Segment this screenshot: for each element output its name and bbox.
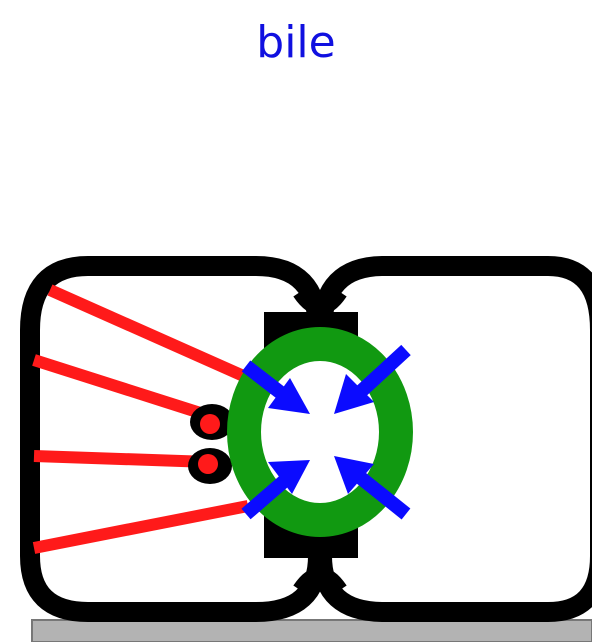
substrate-bar xyxy=(32,620,592,642)
filament-3 xyxy=(34,456,210,462)
